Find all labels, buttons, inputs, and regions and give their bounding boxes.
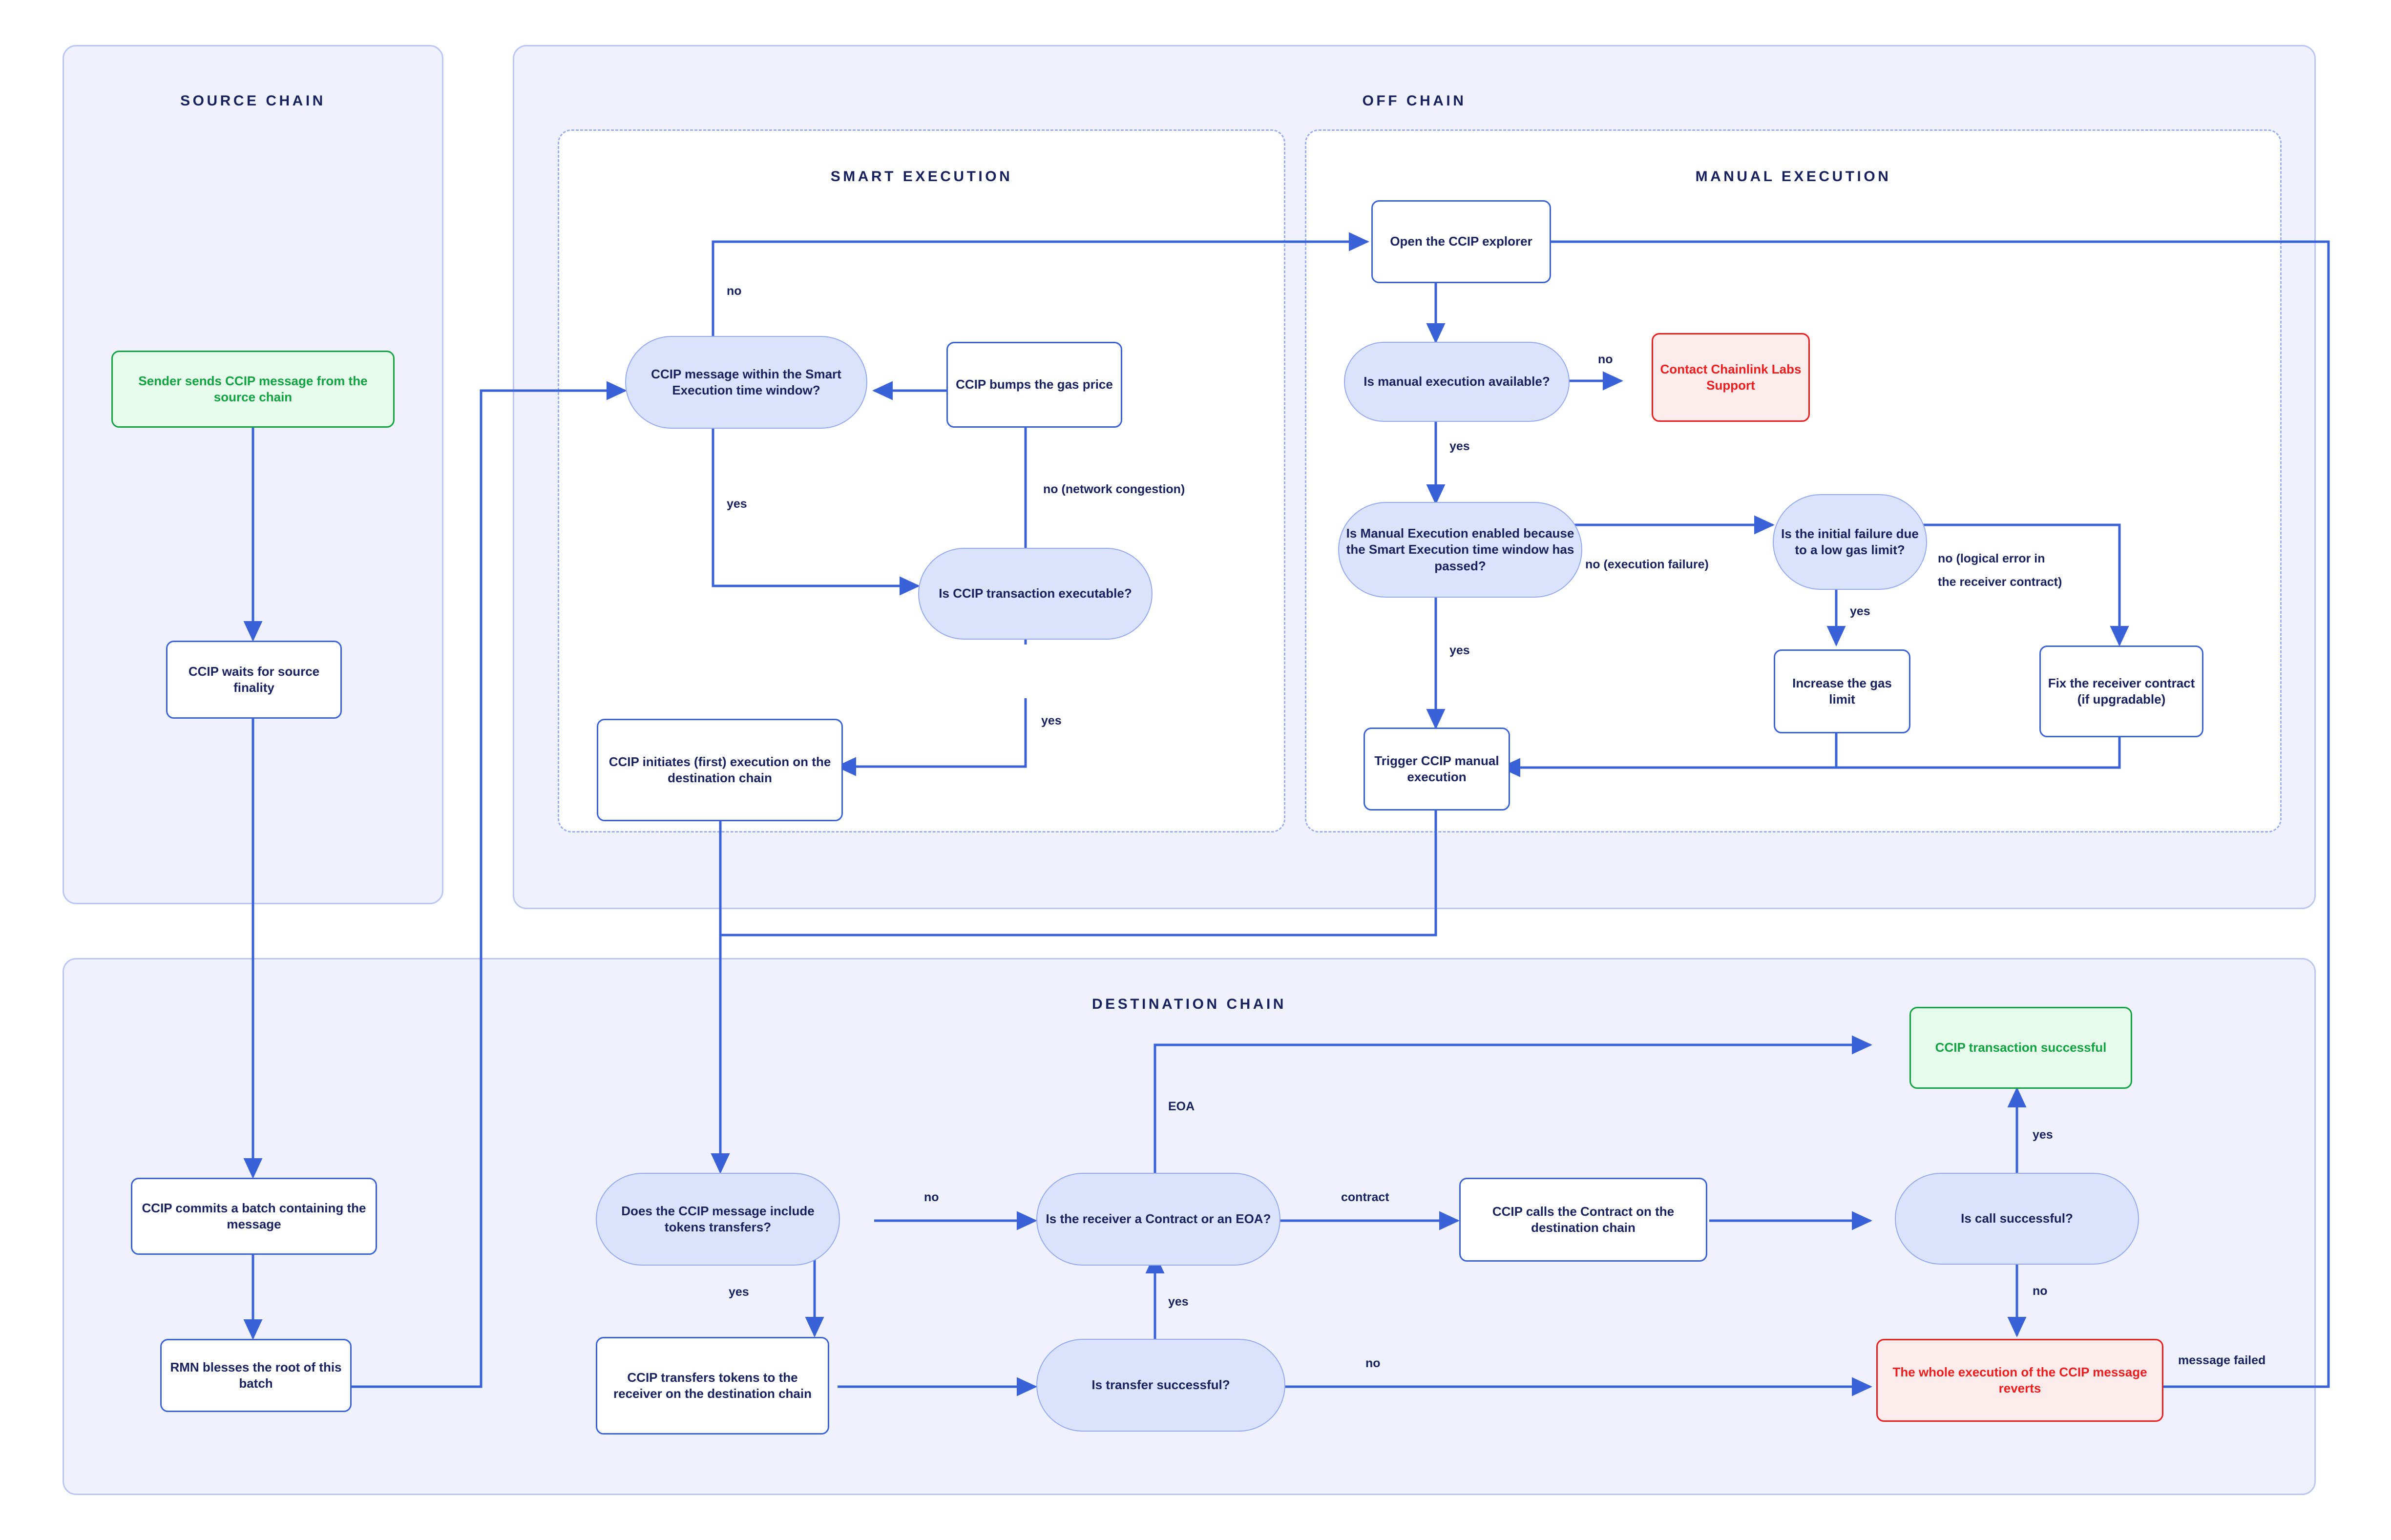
edge-label-no-manual: no bbox=[1598, 353, 1613, 366]
edge-label-yes-low-gas: yes bbox=[1850, 604, 1870, 618]
node-commits-batch[interactable]: CCIP commits a batch containing the mess… bbox=[131, 1178, 377, 1255]
node-transfers-tokens[interactable]: CCIP transfers tokens to the receiver on… bbox=[596, 1337, 829, 1435]
edge-label-no-execution-failure: no (execution failure) bbox=[1585, 558, 1709, 571]
node-sender-sends[interactable]: Sender sends CCIP message from the sourc… bbox=[111, 351, 395, 428]
edge-label-yes-call: yes bbox=[2033, 1128, 2053, 1142]
node-contact-support[interactable]: Contact Chainlink Labs Support bbox=[1652, 333, 1810, 422]
edge-label-yes-executable: yes bbox=[1041, 714, 1062, 728]
node-bumps-gas[interactable]: CCIP bumps the gas price bbox=[946, 342, 1122, 428]
node-open-explorer[interactable]: Open the CCIP explorer bbox=[1371, 200, 1551, 283]
panel-title-manual-execution: MANUAL EXECUTION bbox=[1695, 168, 1891, 185]
edge-label-yes-manual: yes bbox=[1449, 439, 1470, 453]
node-manual-available[interactable]: Is manual execution available? bbox=[1344, 342, 1570, 422]
node-tx-executable[interactable]: Is CCIP transaction executable? bbox=[918, 548, 1153, 640]
edge-label-no-logical-error-2: the receiver contract) bbox=[1938, 575, 2062, 589]
edge-label-yes-transfer: yes bbox=[1168, 1295, 1189, 1309]
edge-label-no-logical-error-1: no (logical error in bbox=[1938, 552, 2045, 565]
panel-title-source-chain: SOURCE CHAIN bbox=[180, 93, 326, 109]
node-waits-finality[interactable]: CCIP waits for source finality bbox=[166, 641, 342, 719]
edge-label-no-window: no bbox=[727, 284, 742, 298]
node-execution-reverts[interactable]: The whole execution of the CCIP message … bbox=[1876, 1339, 2163, 1422]
node-trigger-manual[interactable]: Trigger CCIP manual execution bbox=[1363, 728, 1510, 811]
panel-title-smart-execution: SMART EXECUTION bbox=[830, 168, 1013, 185]
edge-label-yes-tokens: yes bbox=[729, 1285, 749, 1299]
node-fix-receiver[interactable]: Fix the receiver contract (if upgradable… bbox=[2039, 645, 2203, 737]
edge-label-yes-window: yes bbox=[727, 497, 747, 511]
node-receiver-kind[interactable]: Is the receiver a Contract or an EOA? bbox=[1036, 1173, 1280, 1266]
edge-label-yes-smart-passed: yes bbox=[1449, 644, 1470, 657]
node-call-successful[interactable]: Is call successful? bbox=[1895, 1173, 2139, 1265]
edge-label-no-call: no bbox=[2033, 1284, 2048, 1298]
node-initiates-execution[interactable]: CCIP initiates (first) execution on the … bbox=[597, 719, 843, 821]
edge-label-contract: contract bbox=[1341, 1190, 1389, 1204]
node-increase-gas[interactable]: Increase the gas limit bbox=[1774, 649, 1910, 733]
panel-source-chain bbox=[63, 45, 443, 904]
edge-label-no-tokens: no bbox=[924, 1190, 939, 1204]
node-manual-enabled[interactable]: Is Manual Execution enabled because the … bbox=[1338, 502, 1582, 598]
node-calls-contract[interactable]: CCIP calls the Contract on the destinati… bbox=[1459, 1178, 1707, 1262]
node-rmn-blesses[interactable]: RMN blesses the root of this batch bbox=[160, 1339, 352, 1412]
edge-label-no-transfer: no bbox=[1365, 1356, 1381, 1370]
panel-title-off-chain: OFF CHAIN bbox=[1362, 93, 1467, 109]
edge-label-message-failed: message failed bbox=[2178, 1353, 2266, 1367]
node-tx-successful[interactable]: CCIP transaction successful bbox=[1909, 1007, 2132, 1089]
node-transfer-successful[interactable]: Is transfer successful? bbox=[1036, 1339, 1285, 1432]
edge-label-eoa: EOA bbox=[1168, 1100, 1195, 1113]
node-initial-failure-gas[interactable]: Is the initial failure due to a low gas … bbox=[1773, 494, 1927, 590]
node-msg-within-window[interactable]: CCIP message within the Smart Execution … bbox=[625, 336, 867, 429]
node-tokens-transfers[interactable]: Does the CCIP message include tokens tra… bbox=[596, 1173, 840, 1266]
edge-label-no-congestion: no (network congestion) bbox=[1043, 482, 1185, 496]
